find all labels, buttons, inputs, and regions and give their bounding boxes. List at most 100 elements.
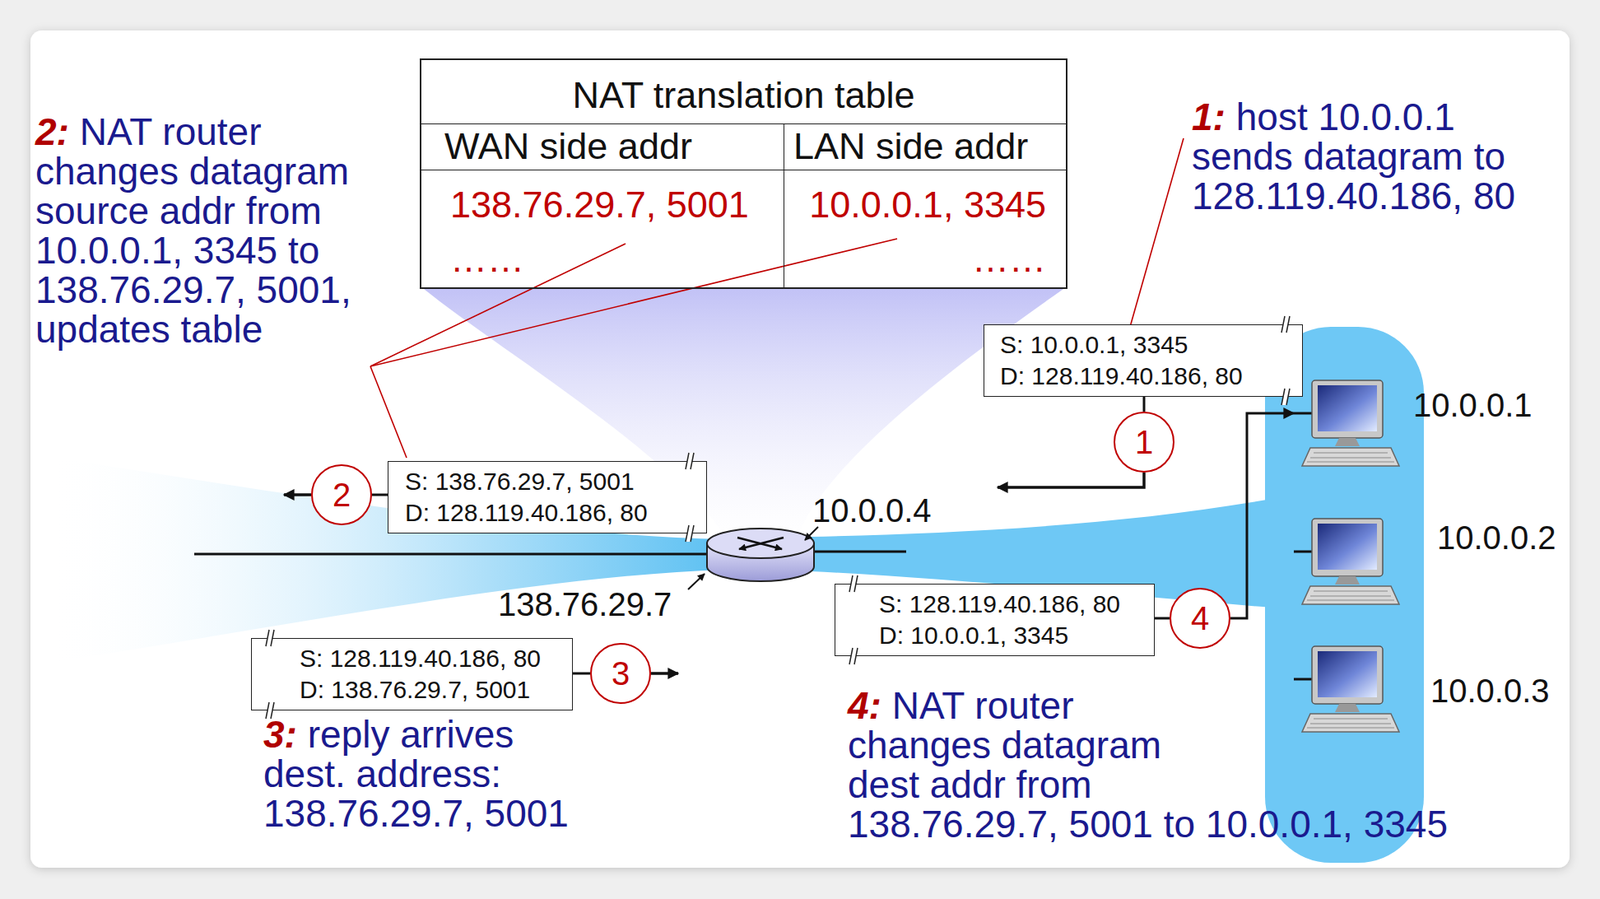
break-mark (1275, 314, 1296, 335)
step-circle: 1 (1113, 411, 1175, 473)
pointer-arrow (688, 573, 705, 590)
nat-table: WAN side addrLAN side addr138.76.29.7, 5… (419, 58, 1068, 289)
step-number: 1 (1134, 423, 1154, 461)
break-gap (849, 647, 858, 665)
datagram-box: S: 128.119.40.186, 80D: 138.76.29.7, 500… (251, 637, 573, 711)
computer-icon (1293, 518, 1401, 610)
host-computer: 10.0.0.1 (1293, 380, 1538, 471)
table-entry: …… (972, 236, 1047, 283)
step-circle: 3 (590, 642, 652, 704)
column-header: WAN side addr (444, 124, 693, 168)
leader-line (370, 366, 407, 458)
table-cell: 138.76.29.7, 5001 …… (421, 169, 784, 288)
table-header-cell: WAN side addr (421, 123, 784, 170)
card-background (30, 30, 1570, 868)
monitor-screen (1317, 385, 1377, 432)
callout-text: NAT router changes datagram source addr … (35, 110, 352, 351)
datagram-address: S: 128.119.40.186, 80 (879, 588, 1121, 620)
host-address: 10.0.0.2 (1437, 517, 1557, 558)
break-slash (849, 647, 858, 665)
computer-icon (1293, 380, 1401, 471)
table-cell: 10.0.0.1, 3345 …… (783, 169, 1066, 288)
wrap-spacer (1189, 685, 1482, 805)
break-mark (843, 573, 864, 594)
break-gap (849, 575, 858, 592)
table-entry: 10.0.0.1, 3345 (809, 181, 1047, 228)
monitor-screen (1317, 651, 1377, 698)
host-computer: 10.0.0.2 (1293, 518, 1562, 610)
break-slash (265, 629, 275, 647)
connector (572, 672, 591, 675)
callout-text: reply arrives dest. address: 138.76.29.7… (263, 712, 569, 835)
step-number: 2 (332, 476, 351, 513)
break-slash (685, 452, 694, 470)
keyboard (1302, 586, 1400, 605)
datagram-address: D: 10.0.0.1, 3345 (879, 619, 1069, 652)
datagram-box: S: 10.0.0.1, 3345D: 128.119.40.186, 80 (983, 324, 1303, 397)
connector (1230, 413, 1294, 619)
flow-arrow (651, 671, 679, 675)
lan-link (811, 550, 907, 554)
network-stub (1293, 550, 1312, 554)
callout-number: 1: (1191, 95, 1226, 139)
break-slash (849, 575, 858, 592)
connector (1143, 396, 1146, 412)
datagram-box: S: 128.119.40.186, 80D: 10.0.0.1, 3345 (834, 583, 1155, 656)
interface-address: 138.76.29.7 (497, 586, 672, 623)
break-gap (1281, 388, 1290, 405)
break-mark (843, 646, 864, 666)
callout-number: 3: (263, 712, 298, 756)
host-address: 10.0.0.1 (1413, 385, 1533, 425)
datagram-address: S: 10.0.0.1, 3345 (1000, 329, 1189, 361)
leader-line (370, 238, 898, 367)
computer-icon (1293, 646, 1401, 737)
callout: 2:NAT router changes datagram source add… (35, 111, 365, 349)
monitor-stand (1334, 437, 1360, 447)
callout: 1:host 10.0.0.1 sends datagram to 128.11… (1191, 97, 1538, 216)
callout: 4:NAT router changes datagram dest addr … (847, 685, 1482, 844)
break-gap (1281, 316, 1290, 333)
leader-line (1130, 138, 1184, 327)
network-stub (1293, 678, 1312, 681)
datagram-address: S: 138.76.29.7, 5001 (404, 465, 635, 498)
datagram-address: D: 128.119.40.186, 80 (404, 497, 648, 529)
flow-arrow (283, 493, 312, 497)
callout-number: 4: (847, 683, 882, 727)
leader-line (370, 138, 1184, 458)
flow-arrow (997, 472, 1145, 488)
break-gap (265, 629, 275, 647)
host-computer: 10.0.0.3 (1293, 646, 1555, 737)
callout: 10.0.0.4 (812, 488, 932, 531)
datagram-address: S: 128.119.40.186, 80 (299, 642, 541, 675)
connector (372, 493, 388, 497)
datagram-address: D: 128.119.40.186, 80 (1000, 360, 1243, 392)
keyboard-keys (1306, 590, 1395, 600)
wan-link (194, 553, 710, 556)
callout: 3:reply arrives dest. address: 138.76.29… (263, 714, 585, 833)
callout-text: host 10.0.0.1 sends datagram to 128.119.… (1191, 95, 1516, 218)
network-stub (1293, 412, 1312, 415)
connector (1154, 617, 1170, 620)
break-slash (1281, 388, 1290, 405)
step-circle: 2 (311, 464, 373, 526)
router-symbol (706, 528, 814, 582)
wan-cloud (49, 456, 725, 663)
break-slash (1281, 316, 1290, 333)
break-gap (685, 525, 694, 542)
monitor-bezel (1311, 518, 1383, 577)
pointer-arrow (688, 526, 819, 590)
table-entry: …… (450, 236, 525, 283)
table-header-cell: LAN side addr (783, 123, 1066, 170)
pointer-arrow (804, 526, 819, 540)
monitor-bezel (1311, 646, 1383, 704)
callout-text: NAT router changes datagram dest addr fr… (847, 683, 1448, 846)
column-header: LAN side addr (793, 124, 1028, 168)
break-slash (685, 525, 694, 542)
table-entry: 138.76.29.7, 5001 (450, 181, 749, 228)
table-title: NAT translation table (572, 72, 915, 119)
break-gap (685, 452, 694, 470)
monitor-screen (1317, 523, 1377, 570)
monitor-bezel (1311, 380, 1383, 438)
router-symbol (706, 528, 814, 559)
